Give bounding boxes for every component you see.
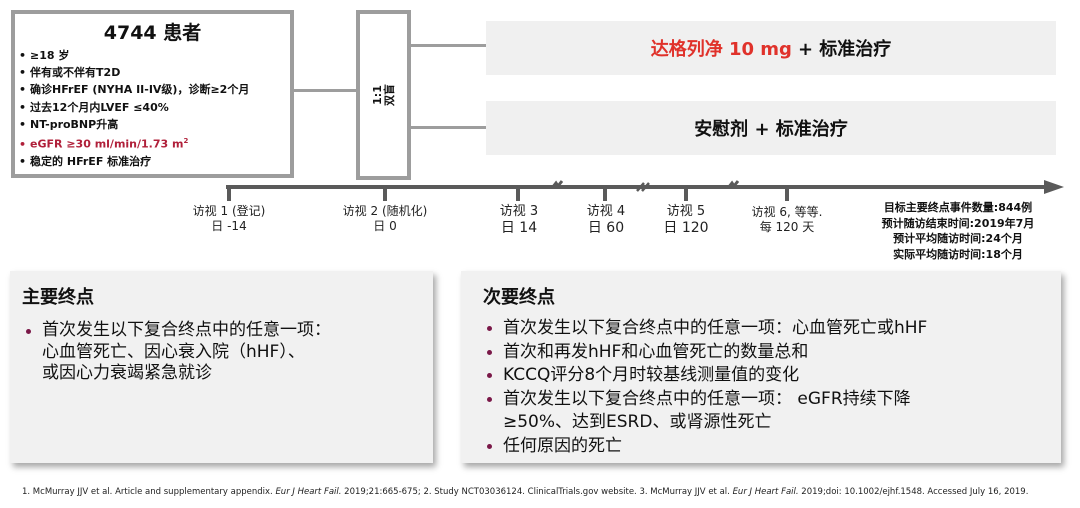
visit-label: 访视 4 [586,204,626,219]
visit-day: 每 120 天 [759,220,815,234]
stat-expected-followup: 预计平均随访时间:24个月 [893,232,1023,245]
visit-day: 日 60 [587,220,625,236]
patients-title: 4744 患者 [103,22,202,44]
visit-1: 访视 1 (登记) 日 -14 [193,204,266,234]
secondary-endpoint-panel: 次要终点 首次发生以下复合终点中的任意一项：心血管死亡或hHF 首次和再发hHF… [461,271,1061,463]
visit-label: 访视 6, 等等. [751,205,823,219]
secondary-endpoint-item: 首次和再发hHF和心血管死亡的数量总和 [483,341,1053,365]
patients-box: 4744 患者 ≥18 岁 伴有或不伴有T2D 确诊HFrEF (NYHA II… [11,10,294,178]
secondary-endpoint-title: 次要终点 [483,287,555,308]
visit-label: 访视 5 [666,204,706,219]
criterion-hfref: 确诊HFrEF (NYHA II-IV级)，诊断≥2个月 [19,81,290,98]
treatment-arm-placebo: 安慰剂 + 标准治疗 [486,101,1056,155]
randomization-blinding: 双盲 [382,84,396,106]
visit-day: 日 -14 [211,219,247,233]
footnote-journal: Eur J Heart Fail. [732,487,799,497]
visit-label: 访视 3 [499,204,539,219]
timeline-tick [603,187,607,201]
visit-3: 访视 3 日 14 [500,203,538,237]
footnote-text: 2019;doi: 10.1002/ejhf.1548. Accessed Ju… [798,487,1029,497]
timeline-tick [227,187,231,201]
inclusion-criteria-list: ≥18 岁 伴有或不伴有T2D 确诊HFrEF (NYHA II-IV级)，诊断… [19,47,290,170]
footnote-text: 2019;21:665-675; 2. Study NCT03036124. C… [341,487,733,497]
secondary-endpoint-item: KCCQ评分8个月时较基线测量值的变化 [483,364,1053,388]
visit-label: 访视 1 (登记) [192,204,266,218]
secondary-endpoint-line: 首次发生以下复合终点中的任意一项： eGFR持续下降 [503,388,911,409]
footnote-text: 1. McMurray JJV et al. Article and suppl… [22,487,276,497]
visit-label: 访视 2 (随机化) [342,204,428,218]
connector-line-arm2 [411,126,486,129]
secondary-endpoint-item: 任何原因的死亡 [483,435,1053,459]
footnote-journal: Eur J Heart Fail. [275,487,342,497]
primary-endpoint-item: 首次发生以下复合终点中的任意一项： 心血管死亡、因心衰入院（hHF）、 或因心力… [22,320,422,385]
primary-endpoint-panel: 主要终点 首次发生以下复合终点中的任意一项： 心血管死亡、因心衰入院（hHF）、… [10,271,433,463]
timeline-tick [785,187,789,201]
criterion-ntprobnp: NT-proBNP升高 [19,116,290,133]
visit-6: 访视 6, 等等. 每 120 天 [752,205,823,235]
timeline-tick [684,187,688,201]
references-footnote: 1. McMurray JJV et al. Article and suppl… [22,487,1028,497]
visit-5: 访视 5 日 120 [663,203,708,237]
stat-target-events: 目标主要终点事件数量:844例 [883,201,1033,214]
criterion-t2d: 伴有或不伴有T2D [19,64,290,81]
primary-endpoint-line: 首次发生以下复合终点中的任意一项： [42,320,331,340]
criterion-egfr-text: eGFR ≥30 ml/min/1.73 m [30,137,184,151]
timeline-tick [516,187,520,201]
trial-stats: 目标主要终点事件数量:844例 预计随访结束时间:2019年7月 预计平均随访时… [842,200,1074,262]
primary-endpoint-line: 或因心力衰竭紧急就诊 [42,363,212,383]
primary-endpoint-line: 心血管死亡、因心衰入院（hHF）、 [42,341,305,362]
arm-placebo-label: 安慰剂 + 标准治疗 [694,119,848,140]
stat-expected-end: 预计随访结束时间:2019年7月 [881,216,1035,230]
secondary-endpoint-item: 首次发生以下复合终点中的任意一项： eGFR持续下降 ≥50%、达到ESRD、或… [483,388,1053,435]
timeline-arrow-icon [1044,180,1064,194]
connector-line [294,89,356,92]
arm-rest-label: + 标准治疗 [797,39,892,60]
randomization-box: 1:1 双盲 [356,10,411,180]
visit-4: 访视 4 日 60 [587,203,625,237]
timeline-tick [383,187,387,201]
primary-endpoint-title: 主要终点 [22,287,94,308]
criterion-standard-care: 稳定的 HFrEF 标准治疗 [19,153,290,170]
visit-day: 日 120 [663,220,709,236]
criterion-egfr-sup: 2 [183,137,189,146]
criterion-lvef: 过去12个月内LVEF ≤40% [19,99,290,116]
stat-actual-followup: 实际平均随访时间:18个月 [893,247,1023,261]
timeline-break-icon [636,182,650,192]
secondary-endpoint-line: ≥50%、达到ESRD、或肾源性死亡 [503,412,772,432]
secondary-endpoint-list: 首次发生以下复合终点中的任意一项：心血管死亡或hHF 首次和再发hHF和心血管死… [483,317,1053,458]
arm-drug-label: 达格列净 10 mg [650,39,792,60]
primary-endpoint-list: 首次发生以下复合终点中的任意一项： 心血管死亡、因心衰入院（hHF）、 或因心力… [22,320,422,385]
secondary-endpoint-item: 首次发生以下复合终点中的任意一项：心血管死亡或hHF [483,317,1053,341]
timeline-axis [226,185,1046,189]
treatment-arm-dapagliflozin: 达格列净 10 mg + 标准治疗 [486,21,1056,75]
randomization-ratio: 1:1 [370,85,384,105]
timeline-break-icon [727,180,739,189]
visit-day: 日 0 [373,219,397,233]
criterion-age: ≥18 岁 [19,47,290,64]
connector-line-arm1 [411,44,486,47]
visit-day: 日 14 [500,220,538,236]
randomization-label: 1:1 双盲 [370,84,396,106]
visit-2: 访视 2 (随机化) 日 0 [343,204,428,234]
criterion-egfr: eGFR ≥30 ml/min/1.73 m2 [19,133,290,153]
timeline-break-icon [551,180,563,189]
